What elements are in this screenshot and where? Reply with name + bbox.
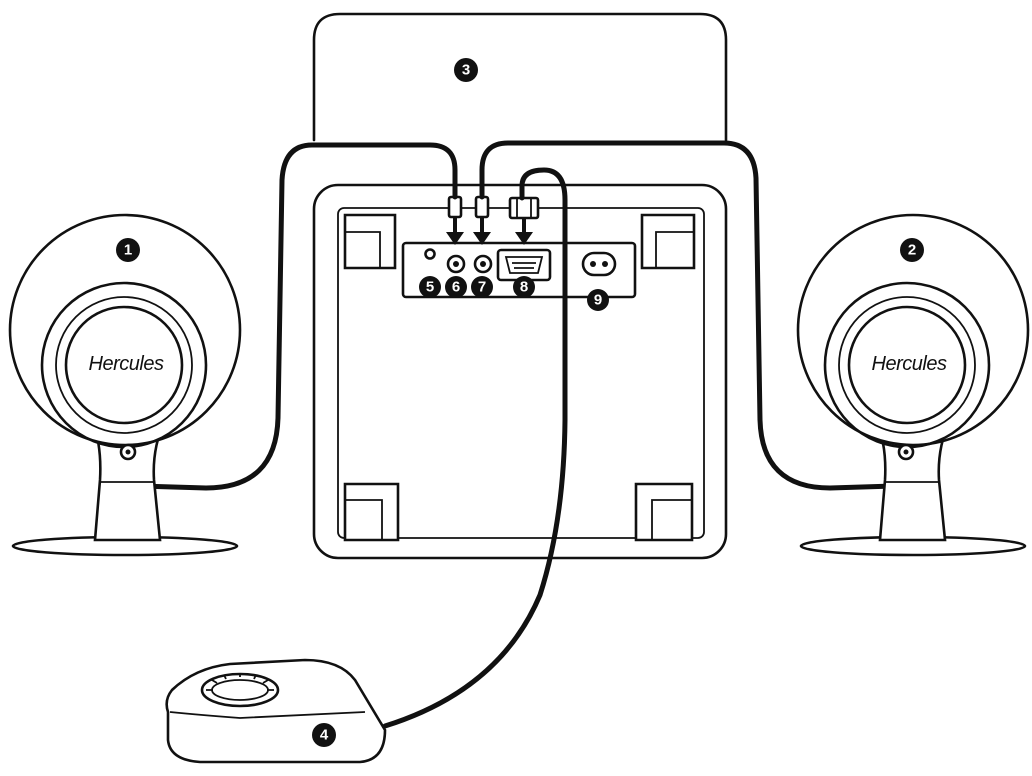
volume-dial: [200, 672, 280, 708]
svg-text:9: 9: [594, 292, 602, 309]
power-socket: [581, 251, 617, 277]
subwoofer-foot-top-right: [640, 213, 696, 270]
svg-text:5: 5: [426, 279, 434, 296]
left-speaker-brand: Hercules: [89, 353, 164, 375]
remote-control-pod: [165, 658, 387, 764]
callout-3: 3: [454, 58, 478, 82]
callout-4: 4: [312, 723, 336, 747]
speaker-output-left: [446, 254, 466, 274]
callout-5: 5: [419, 276, 441, 298]
subwoofer-foot-bottom-right: [634, 482, 694, 542]
right-speaker: Hercules: [796, 213, 1030, 557]
subwoofer: [312, 12, 728, 560]
subwoofer-foot-top-left: [343, 213, 397, 270]
svg-text:4: 4: [320, 727, 329, 744]
callout-2: 2: [900, 238, 924, 262]
svg-text:7: 7: [478, 279, 486, 296]
headphone-jack: [424, 248, 436, 260]
speaker-output-right: [473, 254, 493, 274]
callout-9: 9: [587, 289, 609, 311]
left-speaker: Hercules: [8, 213, 242, 557]
plug-left-speaker: [446, 195, 464, 245]
callout-6: 6: [445, 276, 467, 298]
svg-text:3: 3: [462, 62, 470, 79]
svg-text:2: 2: [908, 242, 916, 259]
callout-8: 8: [513, 276, 535, 298]
callout-7: 7: [471, 276, 493, 298]
svg-text:1: 1: [124, 242, 132, 259]
right-speaker-brand: Hercules: [872, 353, 947, 375]
cable-remote: [382, 167, 568, 729]
svg-text:8: 8: [520, 279, 528, 296]
callout-1: 1: [116, 238, 140, 262]
svg-text:6: 6: [452, 279, 460, 296]
subwoofer-foot-bottom-left: [343, 482, 400, 542]
